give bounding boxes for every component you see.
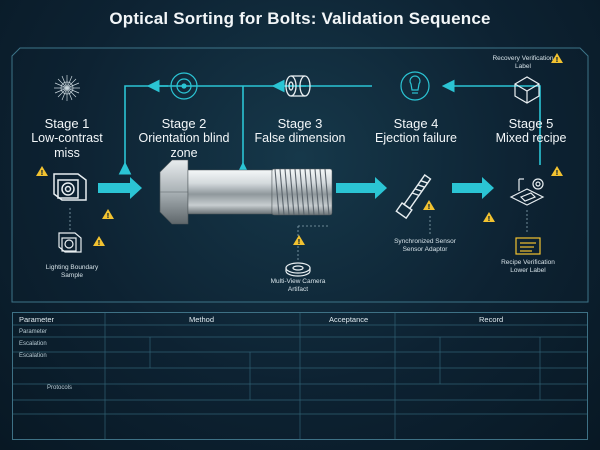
svg-text:!: ! xyxy=(297,238,300,246)
recipe-verification-label: Recipe Verification Lower Label xyxy=(501,259,555,274)
stage-4-number: Stage 4 xyxy=(393,116,439,131)
stage-1-title: Stage 1 Low-contrast miss xyxy=(18,116,116,161)
sensor-adaptor-label: Synchronized Sensor Sensor Adaptor xyxy=(394,238,456,253)
light-bulb-icon xyxy=(400,71,430,101)
table-header-record: Record xyxy=(479,315,504,324)
stage-4-name: Ejection failure xyxy=(375,131,457,145)
table-row-label: Escalation xyxy=(19,353,47,359)
stage-5-name: Mixed recipe xyxy=(495,131,567,145)
bolt-illustration xyxy=(159,159,333,225)
stage-2-name: Orientation blind zone xyxy=(138,131,230,160)
recovery-verification-label: Recovery Verification Label xyxy=(492,55,554,70)
svg-text:!: ! xyxy=(487,215,490,223)
small-camera-icon xyxy=(58,232,82,253)
table-row-label: Escalation xyxy=(19,341,47,347)
validation-table: Parameter Method Acceptance Record Param… xyxy=(12,312,588,440)
box-icon xyxy=(514,76,540,104)
stage-1-name: Low-contrast miss xyxy=(31,131,103,160)
stage-3-name: False dimension xyxy=(254,131,346,145)
stage-3-title: Stage 3 False dimension xyxy=(252,116,348,146)
svg-text:!: ! xyxy=(40,169,43,177)
recipe-tray-icon xyxy=(509,178,545,206)
svg-text:!: ! xyxy=(106,212,109,220)
svg-text:!: ! xyxy=(555,56,558,64)
table-header-method: Method xyxy=(189,315,215,324)
stage-3-number: Stage 3 xyxy=(277,116,323,131)
stage-2-number: Stage 2 xyxy=(161,116,207,131)
camera-artifact-label: Multi-View Camera Artifact xyxy=(270,278,326,293)
table-grid xyxy=(12,312,588,440)
stage-2-title: Stage 2 Orientation blind zone xyxy=(138,116,230,161)
stage-4-title: Stage 4 Ejection failure xyxy=(368,116,464,146)
table-header-acceptance: Acceptance xyxy=(329,315,369,324)
target-icon xyxy=(170,72,198,100)
svg-text:!: ! xyxy=(555,169,558,177)
table-row-label: Parameter xyxy=(19,329,48,335)
bolt-thread xyxy=(274,168,330,216)
feedback-connectors xyxy=(118,79,541,175)
label-icon xyxy=(515,237,541,255)
flow-arrows xyxy=(98,177,494,199)
bolt-icon xyxy=(395,173,432,220)
svg-text:!: ! xyxy=(427,203,430,211)
table-row-label: Protocols xyxy=(47,385,73,391)
stage-5-title: Stage 5 Mixed recipe xyxy=(484,116,578,146)
svg-text:!: ! xyxy=(97,239,100,247)
radial-burst-icon xyxy=(54,75,80,101)
washer-icon xyxy=(285,262,311,277)
camera-icon xyxy=(53,173,87,201)
table-header-parameter: Parameter xyxy=(19,315,55,324)
cylinder-icon xyxy=(285,75,311,97)
warning-icon xyxy=(36,53,563,246)
outer-frame xyxy=(11,47,589,303)
stage-5-number: Stage 5 xyxy=(508,116,554,131)
stage-1-number: Stage 1 xyxy=(44,116,90,131)
lighting-boundary-label: Lighting Boundary Sample xyxy=(45,264,99,279)
page-title: Optical Sorting for Bolts: Validation Se… xyxy=(109,9,491,28)
